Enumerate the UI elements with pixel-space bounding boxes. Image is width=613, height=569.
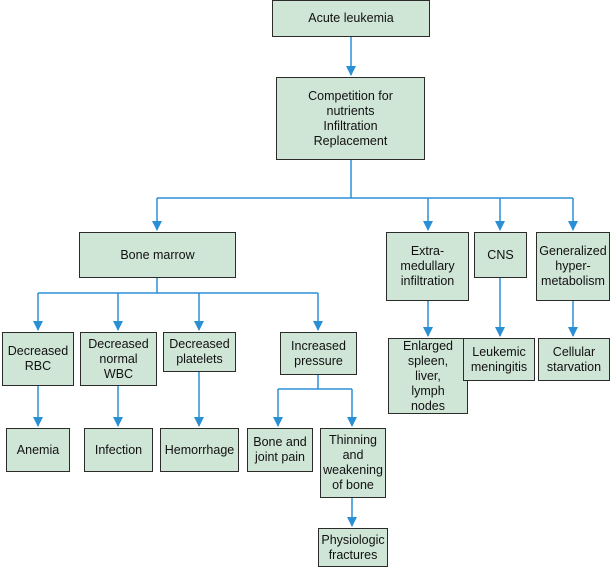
node-cellular-starvation: Cellular starvation [538,338,610,381]
node-acute-leukemia: Acute leukemia [272,0,430,37]
node-decreased-platelets: Decreased platelets [163,332,236,372]
node-bone-joint-pain: Bone and joint pain [247,428,313,472]
node-thinning-bone: Thinning and weakening of bone [320,428,386,498]
node-extramedullary: Extra- medullary infiltration [386,232,469,301]
node-leukemic-meningitis: Leukemic meningitis [463,338,535,381]
node-hemorrhage: Hemorrhage [160,428,239,472]
node-enlarged-spleen: Enlarged spleen, liver, lymph nodes [388,338,468,414]
node-anemia: Anemia [6,428,70,472]
node-hypermetabolism: Generalized hyper- metabolism [536,232,610,301]
node-cns: CNS [474,232,527,278]
node-bone-marrow: Bone marrow [79,232,236,278]
node-decreased-wbc: Decreased normal WBC [80,332,157,386]
node-decreased-rbc: Decreased RBC [2,332,74,386]
node-infection: Infection [84,428,153,472]
node-increased-pressure: Increased pressure [280,332,357,375]
node-physiologic-fractures: Physiologic fractures [318,528,388,567]
node-competition: Competition for nutrients Infiltration R… [276,77,425,160]
